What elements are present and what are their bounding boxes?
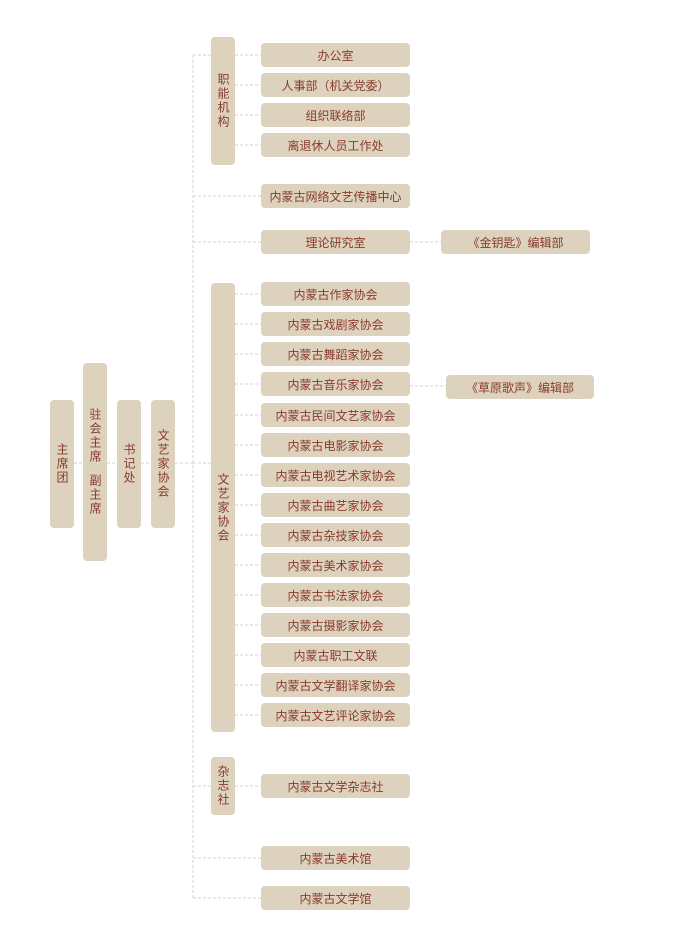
association-item: 内蒙古文学翻译家协会 (261, 673, 410, 697)
associations-group-label: 文艺家协会 (216, 472, 230, 543)
secretariat-box: 书记处 (117, 400, 141, 528)
magazine-item: 内蒙古文学杂志社 (261, 774, 410, 798)
association-item: 内蒙古民间文艺家协会 (261, 403, 410, 427)
association-item: 内蒙古作家协会 (261, 282, 410, 306)
association-item: 内蒙古美术家协会 (261, 553, 410, 577)
chair-box: 驻会主席 副主席 (83, 363, 107, 561)
association-item: 内蒙古书法家协会 (261, 583, 410, 607)
federation-label: 文艺家协会 (156, 429, 170, 499)
association-item: 内蒙古文艺评论家协会 (261, 703, 410, 727)
literature-museum-box: 内蒙古文学馆 (261, 886, 410, 910)
presidium-label: 主席团 (55, 443, 69, 485)
theory-research-box: 理论研究室 (261, 230, 410, 254)
art-museum-box: 内蒙古美术馆 (261, 846, 410, 870)
association-item: 内蒙古杂技家协会 (261, 523, 410, 547)
association-item: 内蒙古曲艺家协会 (261, 493, 410, 517)
magazine-group-label: 杂志社 (216, 765, 230, 807)
association-item: 内蒙古舞蹈家协会 (261, 342, 410, 366)
functional-item: 组织联络部 (261, 103, 410, 127)
functional-group-box: 职能机构 (211, 37, 235, 165)
association-item: 内蒙古电影家协会 (261, 433, 410, 457)
federation-box: 文艺家协会 (151, 400, 175, 528)
associations-group-box: 文艺家协会 (211, 283, 235, 732)
functional-item: 离退休人员工作处 (261, 133, 410, 157)
presidium-box: 主席团 (50, 400, 74, 528)
grassland-song-editorial-box: 《草原歌声》编辑部 (446, 375, 594, 399)
functional-item: 人事部（机关党委） (261, 73, 410, 97)
association-item: 内蒙古音乐家协会 (261, 372, 410, 396)
resident-chair-label: 驻会主席 (88, 408, 102, 464)
magazine-group-box: 杂志社 (211, 757, 235, 815)
functional-item: 办公室 (261, 43, 410, 67)
association-item: 内蒙古电视艺术家协会 (261, 463, 410, 487)
vice-chair-label: 副主席 (88, 474, 102, 516)
association-item: 内蒙古戏剧家协会 (261, 312, 410, 336)
network-center-box: 内蒙古网络文艺传播中心 (261, 184, 410, 208)
association-item: 内蒙古摄影家协会 (261, 613, 410, 637)
association-item: 内蒙古职工文联 (261, 643, 410, 667)
secretariat-label: 书记处 (122, 443, 136, 485)
functional-group-label: 职能机构 (216, 73, 230, 129)
golden-key-editorial-box: 《金钥匙》编辑部 (441, 230, 590, 254)
